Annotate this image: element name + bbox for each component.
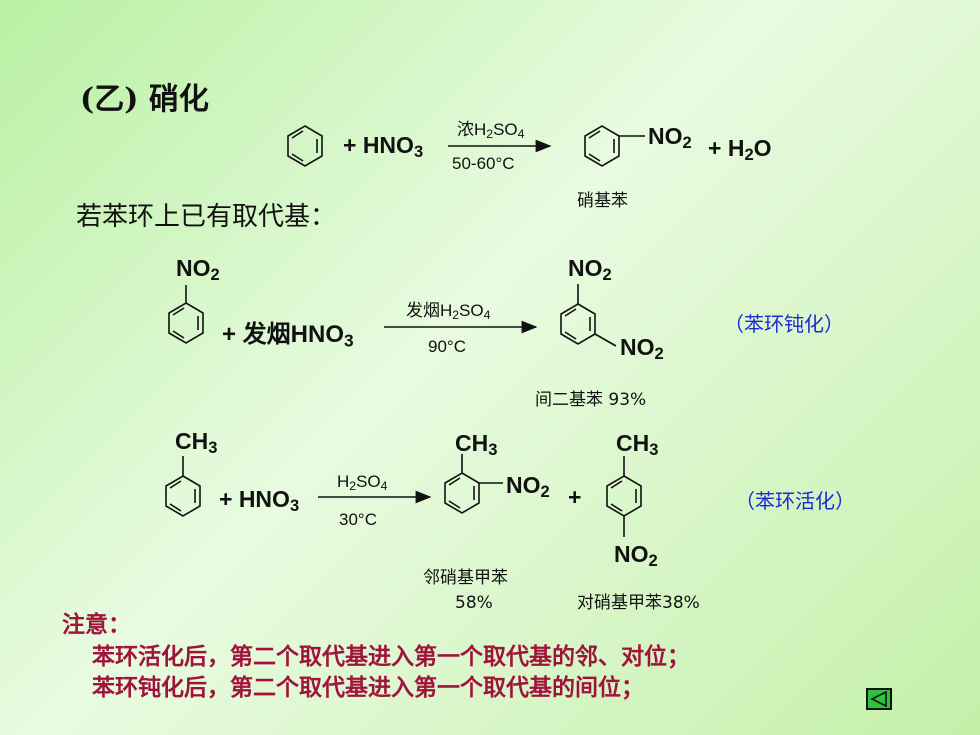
benzene-ring-reactant-3: [165, 456, 201, 517]
reaction3-para-group-nitro: NO2: [614, 541, 658, 571]
reaction2-temperature: 90°C: [428, 337, 466, 356]
reaction2-product-name: 间二基苯 93%: [535, 390, 647, 410]
reaction2-note: （苯环钝化）: [724, 312, 844, 336]
substituent-intro: 若苯环上已有取代基：: [76, 202, 337, 232]
triangle-left-icon: [870, 690, 887, 708]
reaction3-reactant-group: CH3: [175, 428, 218, 458]
reaction3-para-group-methyl: CH3: [616, 430, 659, 460]
reaction3-note: （苯环活化）: [735, 489, 855, 513]
reaction3-catalyst: H2SO4: [337, 472, 388, 494]
reaction3-ortho-yield: 58%: [455, 593, 493, 613]
notes-line-1: 苯环活化后，第二个取代基进入第一个取代基的邻、对位；: [92, 643, 690, 670]
benzene-ring-reactant-2: [168, 285, 204, 344]
reaction1-temperature: 50-60°C: [452, 154, 515, 173]
reaction2-product-group-top: NO2: [568, 255, 612, 285]
reaction2-catalyst: 发烟H2SO4: [406, 301, 491, 323]
reaction1-product-name: 硝基苯: [577, 191, 628, 211]
benzene-ring-product-1: [584, 125, 645, 167]
reaction3-ortho-group-nitro: NO2: [506, 472, 550, 502]
reaction2-product-group-meta: NO2: [620, 334, 664, 364]
reaction3-plus: +: [568, 484, 582, 510]
reaction3-ortho-name: 邻硝基甲苯: [423, 568, 508, 588]
benzene-ring-para-product: [606, 456, 642, 537]
reaction3-reagent: + HNO3: [219, 486, 300, 516]
benzene-ring-product-2: [560, 284, 617, 347]
benzene-ring-reactant-1: [287, 125, 323, 167]
reaction2-reactant-group: NO2: [176, 255, 220, 285]
reaction1-product-group: NO2: [648, 123, 692, 153]
reaction3-ortho-group-methyl: CH3: [455, 430, 498, 460]
section-title: (乙) 硝化: [80, 82, 209, 117]
previous-slide-button[interactable]: [866, 688, 892, 710]
reaction2-reagent: + 发烟HNO3: [222, 321, 354, 351]
notes-line-2: 苯环钝化后，第二个取代基进入第一个取代基的间位；: [92, 674, 644, 701]
reaction1-catalyst: 浓H2SO4: [457, 120, 525, 142]
reaction3-para-name: 对硝基甲苯38%: [577, 593, 700, 613]
benzene-ring-ortho-product: [444, 454, 503, 514]
notes-heading: 注意：: [62, 611, 131, 638]
reaction1-reagent: + HNO3: [343, 132, 424, 162]
reaction1-byproduct: + H2O: [708, 135, 772, 165]
reaction3-temperature: 30°C: [339, 510, 377, 529]
